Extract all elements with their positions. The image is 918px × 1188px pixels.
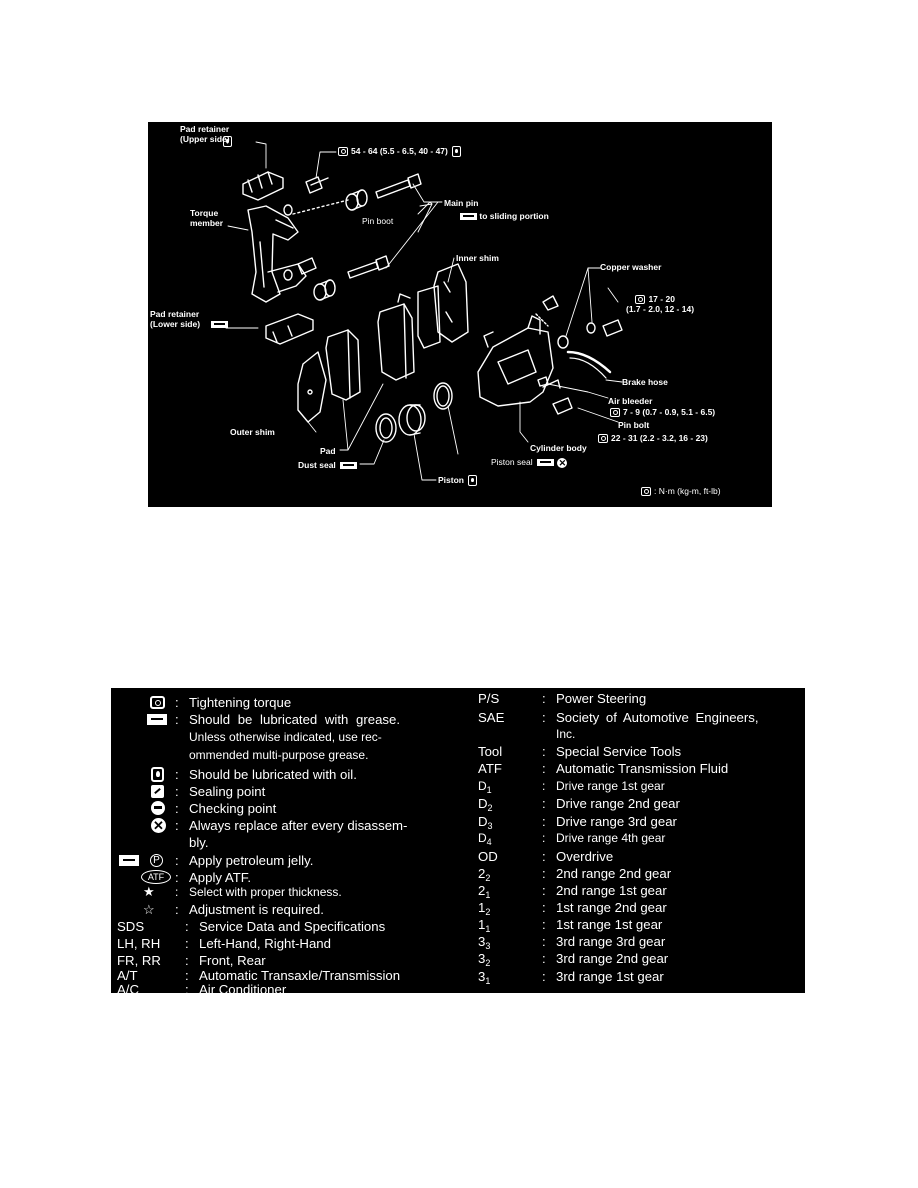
torque-icon [150, 696, 165, 709]
inner-pad-shape [377, 293, 415, 381]
brake-caliper-diagram: Pad retainer (Upper side) 54 - 64 (5.5 -… [148, 122, 772, 507]
dust-seal-shape [375, 413, 397, 443]
label-torque-cylinder: 22 - 31 (2.2 - 3.2, 16 - 23) [598, 433, 708, 444]
sealing-icon [151, 785, 164, 798]
brake-hose-shape [566, 350, 612, 374]
label-cylinder-body: Cylinder body [530, 443, 587, 453]
grease-icon [211, 321, 228, 328]
air-bleeder-shape [537, 376, 549, 387]
petroleum-jelly-icon: P [150, 854, 163, 867]
mounting-bolt-shape [305, 176, 329, 194]
axis-line [292, 199, 349, 215]
pin-bolt-shape [552, 397, 573, 415]
torque-icon [338, 147, 348, 157]
label-to-sliding-portion: to sliding portion [458, 211, 549, 221]
caliper-exploded-view [225, 141, 623, 481]
oil-icon [223, 136, 232, 147]
pin-boot-lower-shape [313, 279, 336, 301]
copper-washer-shape [557, 335, 569, 349]
mounting-bolt-lower-shape [297, 257, 317, 275]
replace-icon: ✕ [557, 457, 568, 468]
pad-retainer-upper-shape [242, 171, 284, 201]
atf-icon: ATF [141, 870, 171, 884]
torque-icon [635, 295, 646, 305]
label-torque-hose: 17 - 20 (1.7 - 2.0, 12 - 14) [626, 294, 695, 315]
piston-seal-shape [433, 382, 453, 410]
label-pad-retainer-upper: Pad retainer (Upper side) [180, 124, 230, 144]
main-pin-upper-shape [375, 173, 422, 199]
oil-icon [452, 146, 462, 158]
oil-icon [151, 767, 164, 782]
label-torque-main: 54 - 64 (5.5 - 6.5, 40 - 47) [338, 146, 462, 158]
pin-boot-upper-shape [345, 189, 368, 211]
checking-icon [151, 801, 165, 815]
torque-icon [641, 487, 651, 497]
symbol-legend: : Tightening torque : Should be lubricat… [111, 688, 805, 994]
torque-icon [598, 434, 608, 444]
torque-member-shape [247, 205, 307, 303]
outer-shim-shape [297, 351, 327, 423]
torque-icon [610, 408, 620, 418]
label-inner-shim: Inner shim [456, 253, 499, 263]
label-pad-retainer-lower: Pad retainer (Lower side) [150, 309, 201, 329]
grease-icon [340, 462, 358, 470]
label-pad: Pad [320, 446, 336, 456]
main-pin-lower-shape [347, 255, 390, 279]
label-pin-boot: Pin boot [362, 216, 394, 226]
star-icon: ★ [143, 884, 155, 899]
oil-icon [468, 475, 478, 487]
label-piston-seal: Piston seal ✕ [491, 457, 568, 468]
grease-icon [460, 213, 477, 221]
label-dust-seal: Dust seal [298, 460, 358, 470]
replace-icon: ✕ [151, 818, 166, 833]
label-outer-shim: Outer shim [230, 427, 275, 437]
legend-row-ac: A/C : Air Conditioner [117, 982, 287, 994]
piston-shape [398, 404, 426, 436]
inner-shim-shape [433, 263, 469, 343]
cylinder-body-shape [477, 315, 561, 407]
pad-retainer-lower-shape [265, 313, 314, 345]
grease-icon [147, 714, 167, 725]
label-units: : N·m (kg-m, ft-lb) [641, 486, 721, 497]
label-torque-bleeder: 7 - 9 (0.7 - 0.9, 5.1 - 6.5) [610, 407, 715, 418]
star-outline-icon: ☆ [143, 902, 155, 917]
washer-shape [283, 204, 293, 216]
outer-pad-shape [325, 329, 361, 401]
label-pin-bolt: Pin bolt [618, 420, 650, 430]
hose-bolt-shape [602, 319, 623, 337]
label-copper-washer: Copper washer [600, 262, 662, 272]
grease-icon [119, 855, 139, 866]
label-main-pin: Main pin [444, 198, 479, 208]
grease-icon [536, 459, 554, 467]
label-brake-hose: Brake hose [622, 377, 668, 387]
label-torque-member: Torque member [190, 208, 224, 228]
label-air-bleeder: Air bleeder [608, 396, 653, 406]
label-piston: Piston [438, 475, 478, 487]
